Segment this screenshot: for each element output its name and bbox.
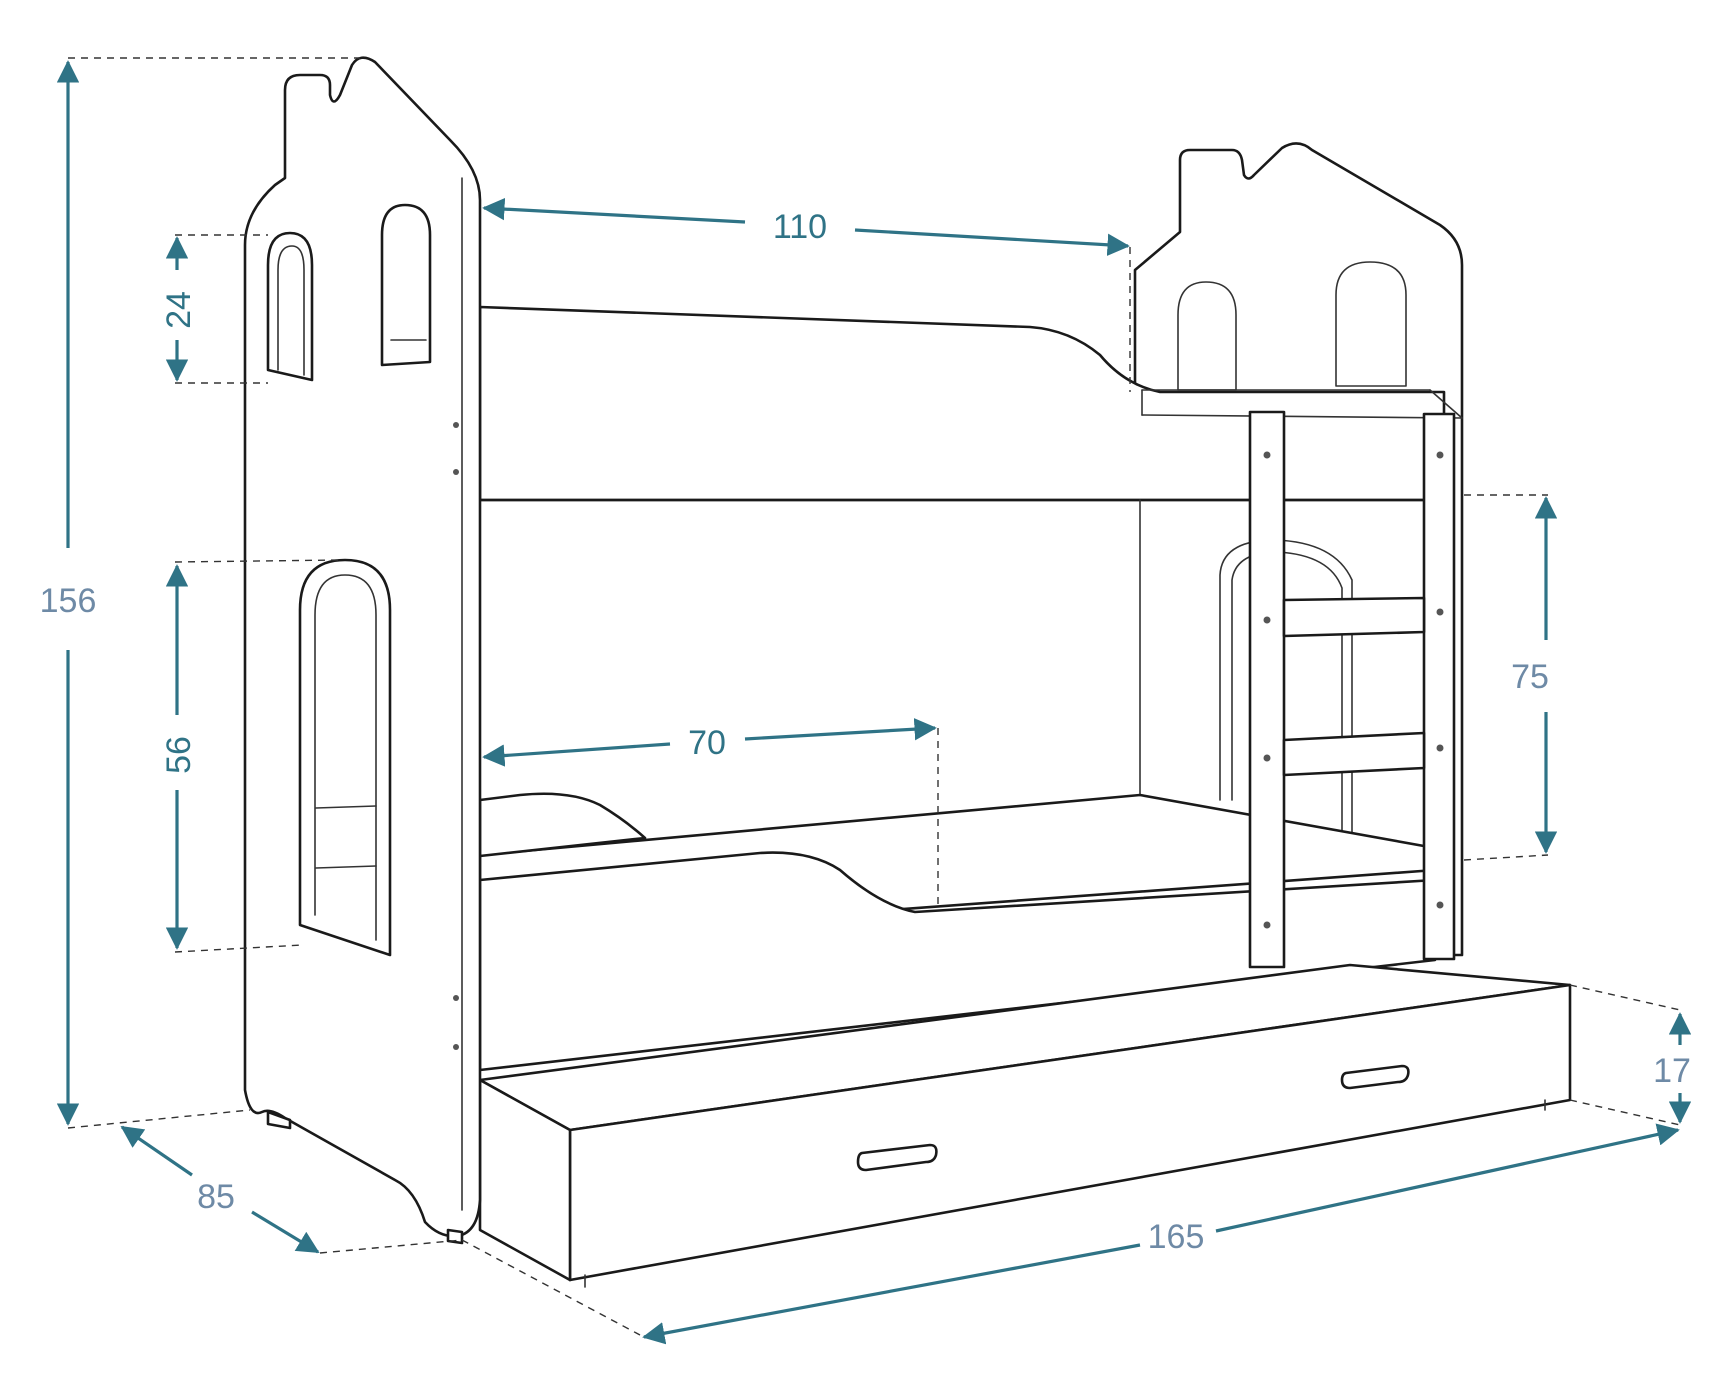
dimension-lines bbox=[56, 60, 1692, 1345]
left-castle-panel bbox=[243, 56, 482, 1245]
upper-bunk bbox=[478, 305, 1463, 502]
total-height-label: 156 bbox=[40, 582, 97, 620]
extension-lines bbox=[67, 57, 1681, 1336]
lower-bunk-back bbox=[1139, 499, 1353, 836]
depth-label: 85 bbox=[197, 1178, 235, 1216]
window-height-label: 24 bbox=[160, 291, 198, 329]
dimension-labels: 156 24 56 110 70 75 17 85 165 bbox=[40, 208, 1691, 1256]
lower-opening-height-label: 56 bbox=[160, 736, 198, 774]
screws bbox=[453, 422, 1444, 1050]
length-label: 165 bbox=[1148, 1218, 1205, 1256]
upper-guard-length-label: 110 bbox=[773, 208, 827, 246]
drawer-height-label: 17 bbox=[1653, 1052, 1691, 1090]
ladder bbox=[1248, 410, 1456, 969]
right-castle-panel bbox=[1133, 142, 1464, 957]
trundle-drawer bbox=[478, 963, 1572, 1288]
lower-guard-rail bbox=[478, 792, 1437, 1072]
bunk-bed-drawing bbox=[243, 56, 1572, 1288]
lower-guard-length-label: 70 bbox=[688, 724, 726, 762]
ladder-height-label: 75 bbox=[1511, 658, 1549, 696]
